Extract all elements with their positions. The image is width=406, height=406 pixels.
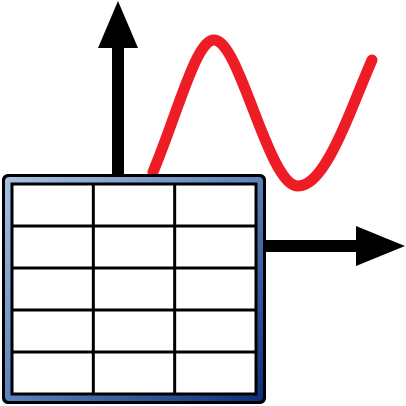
table-cell [14,354,92,392]
table-cell [95,312,173,350]
sine-wave-curve [147,34,378,192]
x-axis-arrow-icon [262,226,405,266]
table-cell [176,228,254,266]
table-grid [12,184,256,394]
x-axis-arrowhead [356,226,405,266]
table-cell [14,186,92,224]
table-cells [14,186,254,392]
table-cell [14,228,92,266]
y-axis-arrow-icon [98,1,138,178]
table-cell [176,312,254,350]
table-cell [14,270,92,308]
table-cell [95,270,173,308]
table-cell [176,186,254,224]
table-cell [176,270,254,308]
table-cell [95,186,173,224]
table-cell [14,312,92,350]
table-cell [176,354,254,392]
table-cell [95,354,173,392]
y-axis-arrowhead [98,1,138,48]
table-cell [95,228,173,266]
